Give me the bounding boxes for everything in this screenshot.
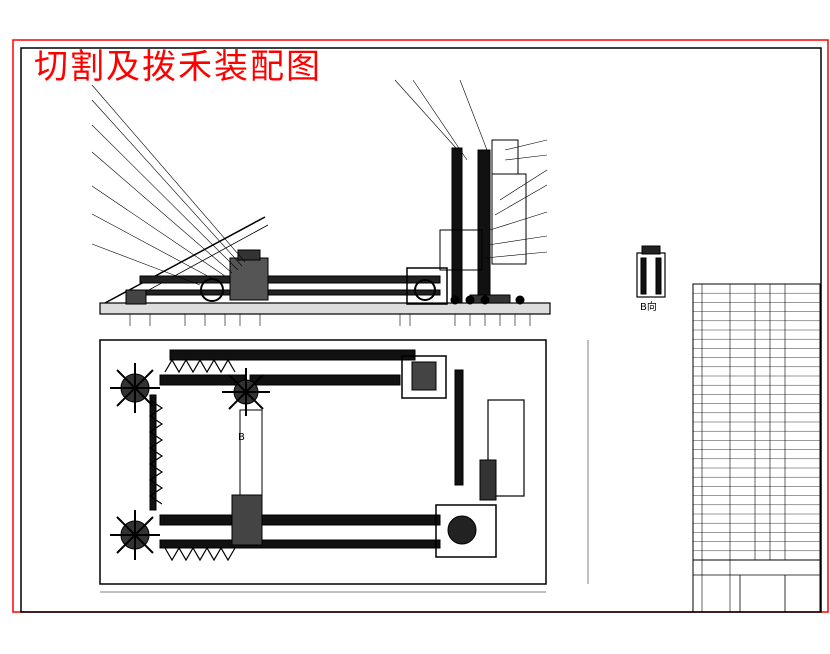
- divider-incline: [104, 216, 266, 304]
- vertical-column: [451, 147, 463, 304]
- drawing-title: 切割及拨禾装配图: [34, 47, 322, 87]
- plan-shaft-top: [169, 349, 416, 361]
- gearbox-upper-right: [401, 355, 447, 399]
- b-view-label: B向: [640, 300, 657, 313]
- base-plate: [99, 302, 551, 315]
- motor: [491, 139, 519, 175]
- star-wheel-lower: [110, 510, 160, 560]
- dimension-lines: [100, 340, 589, 593]
- left-pulley: [200, 278, 224, 302]
- plan-base: [99, 339, 547, 585]
- plan-motor: [487, 399, 525, 497]
- left-gearbox: [229, 257, 269, 301]
- inner-frame: [20, 47, 822, 613]
- plan-view: [99, 339, 547, 585]
- section-label-b: B: [238, 432, 245, 443]
- gearbox-lower: [231, 494, 263, 546]
- gearbox-lower-right: [435, 504, 497, 558]
- cutter-bar: [148, 399, 164, 505]
- parts-list: [692, 283, 821, 613]
- star-wheel-upper: [110, 363, 160, 413]
- front-view: [99, 139, 551, 315]
- right-housing: [406, 267, 448, 305]
- bottom-leaders: [129, 314, 531, 326]
- star-wheel-mid-upper: [222, 368, 270, 416]
- plan-shaft-bottom: [159, 514, 441, 526]
- front-leaders: [91, 79, 548, 286]
- title-block: [692, 559, 821, 613]
- b-view: [636, 245, 666, 298]
- parts-list-rows: [693, 293, 820, 551]
- main-shaft: [139, 275, 441, 284]
